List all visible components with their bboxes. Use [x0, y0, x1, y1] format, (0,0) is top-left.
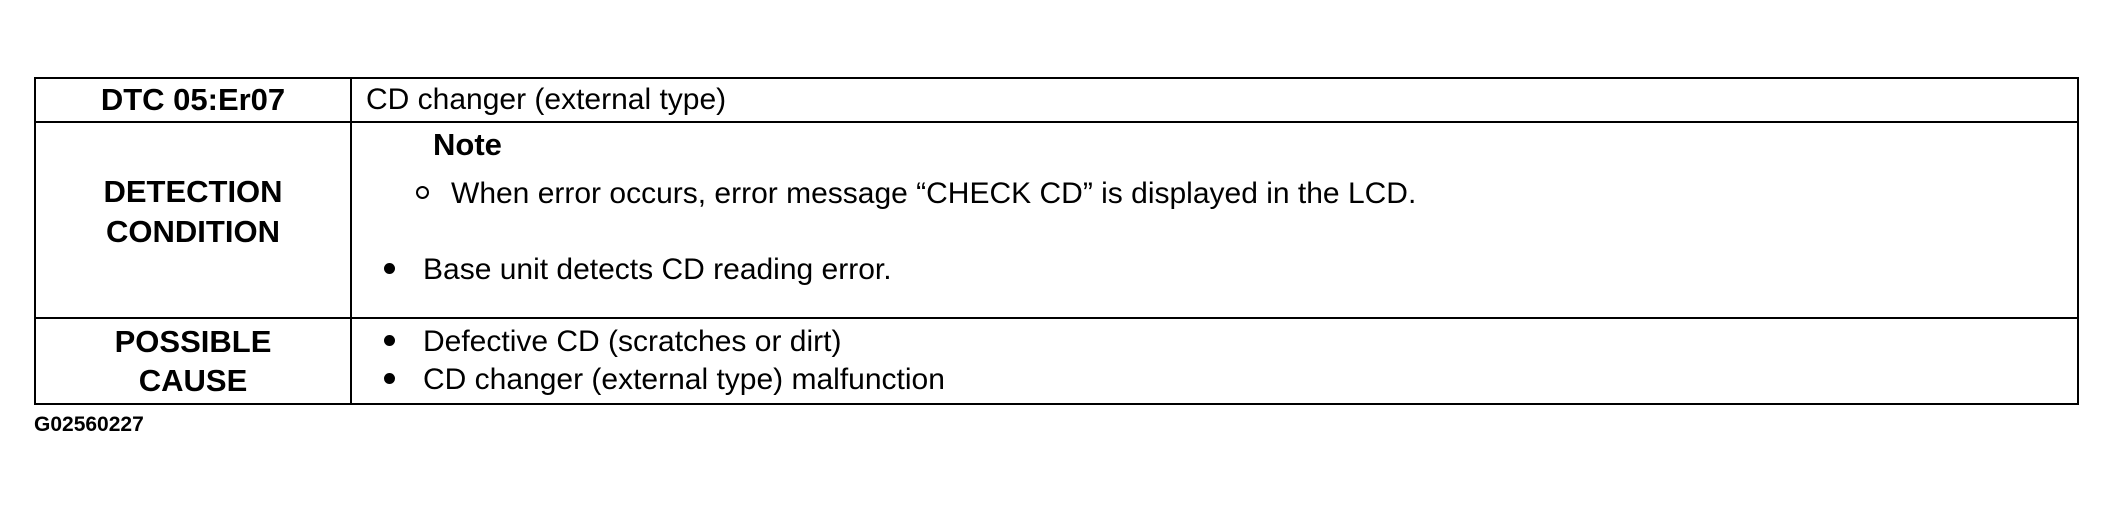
figure-id: G02560227: [34, 413, 144, 436]
cause-label-line-2: CAUSE: [138, 363, 248, 398]
note-title: Note: [433, 127, 502, 162]
bullet-icon: [384, 262, 395, 274]
detection-item-text: Base unit detects CD reading error.: [423, 253, 892, 286]
cause-item-text: Defective CD (scratches or dirt): [423, 325, 842, 358]
dtc-code: DTC 05:Er07: [34, 77, 352, 123]
cause-label-line-1: POSSIBLE: [114, 324, 272, 359]
dtc-header-row: DTC 05:Er07 CD changer (external type): [34, 77, 2079, 123]
bullet-icon: [384, 372, 395, 384]
dtc-description: CD changer (external type): [350, 77, 2079, 123]
hollow-bullet-icon: [416, 185, 429, 199]
detection-item: Base unit detects CD reading error.: [384, 253, 892, 287]
note-item: When error occurs, error message “CHECK …: [416, 177, 1416, 211]
cause-item: Defective CD (scratches or dirt): [384, 323, 2077, 361]
bullet-icon: [384, 334, 395, 346]
cause-item: CD changer (external type) malfunction: [384, 361, 2077, 399]
detection-condition-label: DETECTION CONDITION: [34, 121, 352, 319]
cause-item-text: CD changer (external type) malfunction: [423, 363, 945, 396]
dtc-table: DTC 05:Er07 CD changer (external type) D…: [34, 77, 2079, 405]
detection-condition-row: DETECTION CONDITION Note When error occu…: [34, 121, 2079, 319]
detection-label-line-1: DETECTION: [103, 174, 283, 209]
possible-cause-row: POSSIBLE CAUSE Defective CD (scratches o…: [34, 317, 2079, 405]
note-item-text: When error occurs, error message “CHECK …: [451, 177, 1417, 210]
detection-label-line-2: CONDITION: [106, 214, 280, 249]
possible-cause-label: POSSIBLE CAUSE: [34, 317, 352, 405]
cause-list: Defective CD (scratches or dirt) CD chan…: [352, 319, 2077, 399]
detection-condition-content: Note When error occurs, error message “C…: [350, 121, 2079, 319]
possible-cause-content: Defective CD (scratches or dirt) CD chan…: [350, 317, 2079, 405]
